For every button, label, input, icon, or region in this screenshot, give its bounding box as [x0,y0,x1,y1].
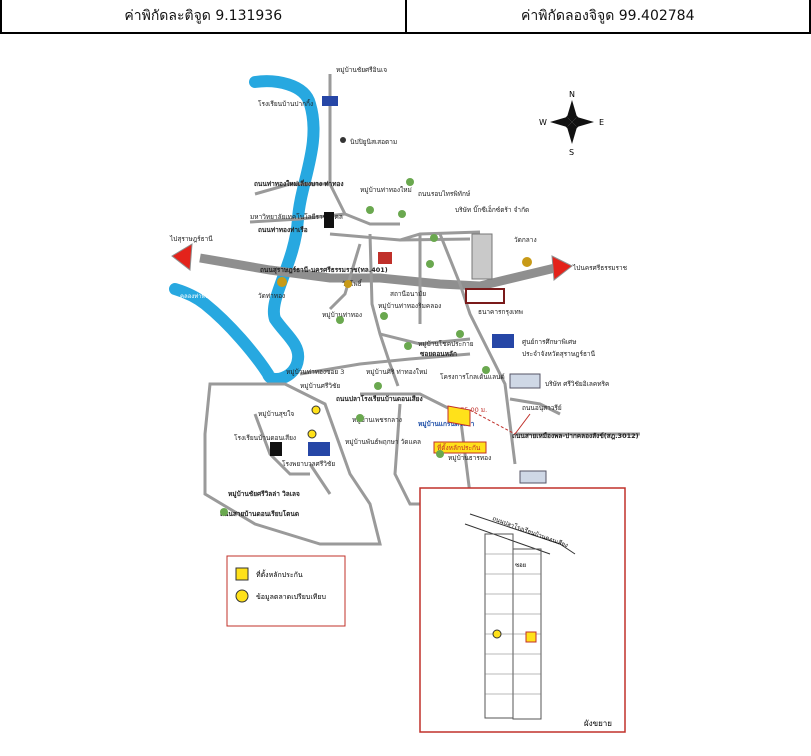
compass-e: E [599,118,604,127]
label-ban-chat: หมู่บ้านชัยศรีอินเจ [336,66,387,74]
label-ban-songkla: หมู่บ้านสุขใจ [258,410,294,418]
inset-soi: ซอย [515,562,526,569]
latitude-cell: ค่าพิกัดละติจูด 9.131936 [0,0,407,32]
label-wat-tha-thong: วัดท่าทอง [258,292,285,300]
compass-icon: N S W E [539,90,604,157]
label-tha-thong-mai: หมู่บ้านท่าทองใหม่ [360,186,412,194]
inset-map: ถนนปลาโรงเรียนบ้านดอนเสียง ซอย ผังขยาย [419,487,626,733]
label-ban-tha-thong: หมู่บ้านท่าทอง [322,311,362,319]
compass-s: S [569,148,574,157]
label-ban-tha-kong: หมู่บ้านท่าทองริมคลอง [378,302,441,310]
label-ban-srichat: หมู่บ้านศรีวิชัย [300,382,340,390]
label-river: คลองท่าทอง [180,293,212,300]
longitude-cell: ค่าพิกัดลองจิจูด 99.402784 [407,0,811,32]
label-wat-pho: วัดโพธิ์ [342,279,363,288]
label-road-pak: ถนนอนุสาวรีย์ [522,404,562,412]
label-main-road: ถนนสุราษฎร์ธานี-นครศรีธรรมราช(ทล.401) [260,266,388,274]
label-project: โครงการโกลเด้นแลนด์ [440,373,505,381]
label-university: มหาวิทยาลัยเทคโนโลยีราชมงคล [250,213,343,221]
label-target: หมู่บ้านแกรนด์วิลล่า [418,419,475,429]
label-tha-thong-road: ถนนท่าทองท่าเรือ [258,226,308,234]
label-to-nakhon: ไปนครศรีธรรมราช [572,264,628,272]
label-distance: 875.00 ม. [456,406,487,414]
label-education: ศูนย์การศึกษาพิเศษ [522,338,577,346]
label-to-surat: ไปสุราษฎร์ธานี [169,235,213,243]
label-soi-pak: ซอยดอนหลัก [420,350,457,358]
legend: ที่ตั้งหลักประกัน ข้อมูลตลาดเปรียบเทียบ [226,555,346,627]
compass-n: N [569,90,575,99]
label-edu2: ประจำจังหวัดสุราษฎร์ธานี [522,350,596,358]
main-road [199,253,557,291]
label-ban-soi3: หมู่บ้านท่าทองซอย 3 [286,368,344,376]
label-road-bottom: ถนนสายบ้านดอนเรียบโตนด [220,509,299,518]
collateral-label: ที่ตั้งหลักประกัน [437,443,481,452]
label-school1: โรงเรียนบ้านปากกิ้ง [258,99,313,108]
inset-title: ผังขยาย [584,719,612,728]
location-map: N S W E หมู่บ้านชัยศรีอินเจ โรงเรียนบ้าน… [169,66,640,733]
label-ban-siri: หมู่บ้านศิริ ท่าทองใหม่ [366,368,428,376]
label-nipon: นิปปิยูนิสเสอตาม [350,138,397,146]
label-road-new: ถนนท่าทองใหม่เลี่ยงบาง ท่าทอง [254,178,344,188]
label-road-right: ถนนสายเหมืองพล-ปากคลองสังข์(สฎ.3012) [512,432,639,440]
label-ban-kan: หมู่บ้านธารทอง [448,454,491,462]
arrow-left [171,243,193,271]
arrow-right [551,255,573,281]
road-3012 [514,413,531,435]
legend-market: ข้อมูลตลาดเปรียบเทียบ [256,593,326,601]
label-health: สถานีอนามัย [390,290,426,298]
label-hospital: โรงพยาบาลศรีวิชัย [282,460,335,468]
landmark-icons [220,96,547,516]
label-road-khlong: ถนนปลาโรงเรียนบ้านดอนเสียง [336,394,423,403]
label-plaza: บริษัท บิ๊กซีเอ็กซ์ตร้า จำกัด [455,205,529,214]
label-company: บริษัท ศรีวิชัยอิเลคทริค [545,380,609,388]
coordinate-header: ค่าพิกัดละติจูด 9.131936 ค่าพิกัดลองจิจู… [0,0,811,34]
collateral-marker: ที่ตั้งหลักประกัน [433,405,516,454]
label-bangkok-bank: ธนาคารกรุงเทพ [478,308,523,316]
label-school-don: โรงเรียนบ้านดอนเสียง [234,434,296,442]
label-sap-pitak: ถนนรอบไทรพิทักษ์ [418,190,471,198]
label-wat-klang: วัดกลาง [514,236,537,244]
river [169,75,320,385]
label-ban-kham: หมู่บ้านชัยศรีวิลล่า วิลเลจ [228,489,300,499]
legend-collateral: ที่ตั้งหลักประกัน [256,568,303,579]
compass-w: W [539,118,547,127]
label-ban-pak: หมู่บ้านโชคประกาย [418,340,474,348]
label-ban-kaeo: หมู่บ้านเพชรกลาง [352,416,402,424]
label-ban-chan: หมู่บ้านพันธ์พฤกษา วัดแคล [345,438,421,446]
